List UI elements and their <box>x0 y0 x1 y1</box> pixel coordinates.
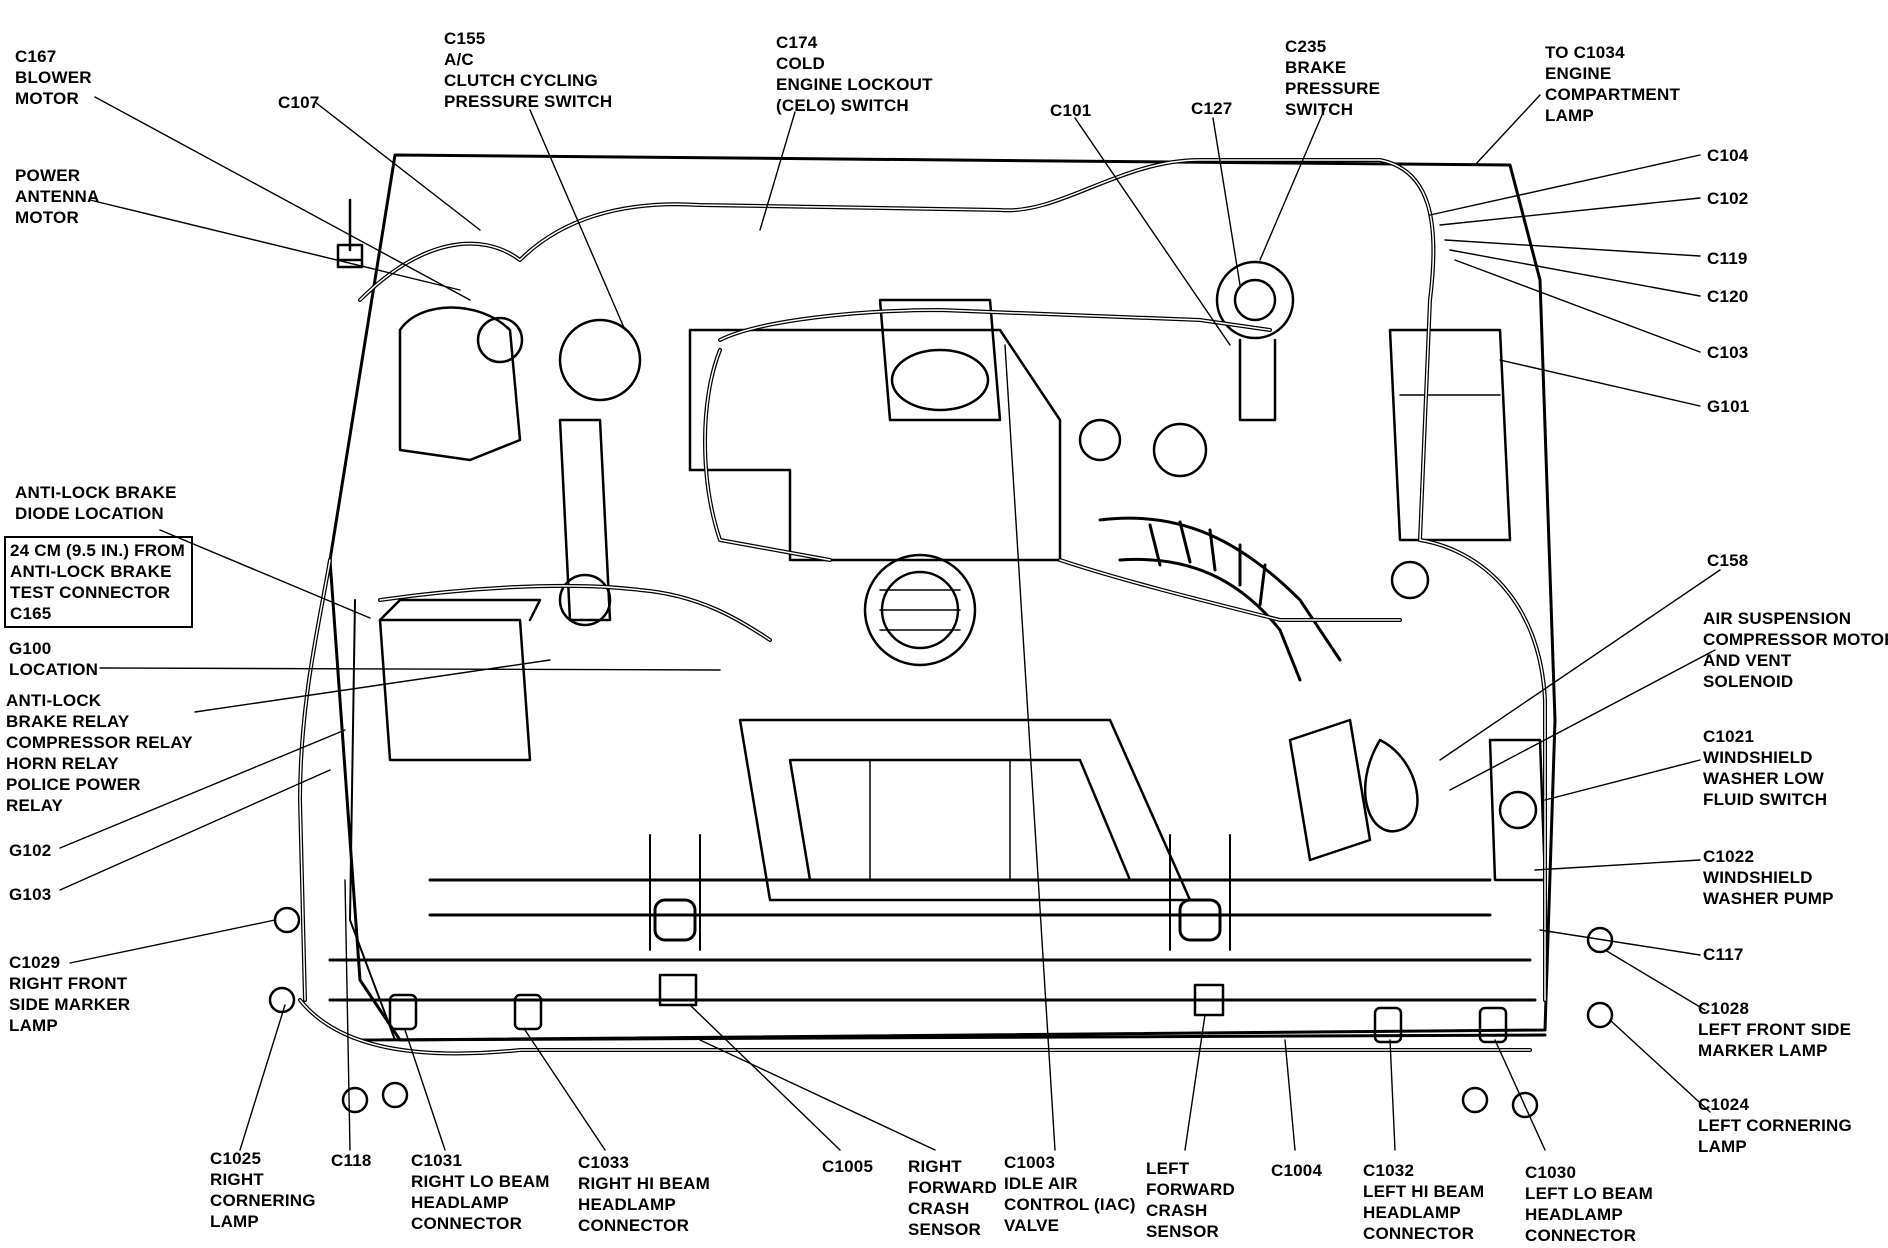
c1033-label: C1033 RIGHT HI BEAM HEADLAMP CONNECTOR <box>578 1153 710 1235</box>
relays-label: ANTI-LOCK BRAKE RELAY COMPRESSOR RELAY H… <box>6 691 193 815</box>
wiring-harness-main <box>298 158 1547 1056</box>
c1025-label: C1025 RIGHT CORNERING LAMP <box>210 1149 316 1231</box>
abs-diode-label: ANTI-LOCK BRAKE DIODE LOCATION <box>15 483 177 523</box>
c102-label: C102 <box>1707 189 1749 208</box>
c1022-label: C1022 WINDSHIELD WASHER PUMP <box>1703 847 1834 908</box>
engine-block <box>688 298 1192 902</box>
c1034-label: TO C1034 ENGINE COMPARTMENT LAMP <box>1545 43 1681 125</box>
c1031-label: C1031 RIGHT LO BEAM HEADLAMP CONNECTOR <box>411 1151 550 1233</box>
c107-label: C107 <box>278 93 320 112</box>
c167-label: C167 BLOWER MOTOR <box>15 47 92 108</box>
c235-label: C235 BRAKE PRESSURE SWITCH <box>1285 37 1381 119</box>
power-antenna-label: POWER ANTENNA MOTOR <box>15 166 100 227</box>
c120-label: C120 <box>1707 287 1749 306</box>
alternator <box>863 553 977 667</box>
air-suspension-label: AIR SUSPENSION COMPRESSOR MOTOR AND VENT… <box>1703 609 1888 691</box>
air-intake-duct <box>1098 516 1342 682</box>
battery <box>378 598 542 762</box>
right-crash-sensor-label: RIGHT FORWARD CRASH SENSOR <box>908 1157 997 1239</box>
c158-label: C158 <box>1707 551 1749 570</box>
c103-label: C103 <box>1707 343 1749 362</box>
g103-label: G103 <box>9 885 52 904</box>
c155-label: C155 A/C CLUTCH CYCLING PRESSURE SWITCH <box>444 29 613 111</box>
abs-test-connector-note: 24 CM (9.5 IN.) FROM ANTI-LOCK BRAKE TES… <box>4 536 193 628</box>
c1005-label: C1005 <box>822 1157 874 1176</box>
c1024-label: C1024 LEFT CORNERING LAMP <box>1698 1095 1852 1156</box>
c1003-label: C1003 IDLE AIR CONTROL (IAC) VALVE <box>1004 1153 1136 1235</box>
left-crash-sensor-label: LEFT FORWARD CRASH SENSOR <box>1146 1159 1235 1241</box>
c117-label: C117 <box>1703 945 1744 964</box>
c1029-label: C1029 RIGHT FRONT SIDE MARKER LAMP <box>9 953 131 1035</box>
g100-label: G100 LOCATION <box>9 639 99 679</box>
c174-label: C174 COLD ENGINE LOCKOUT (CELO) SWITCH <box>776 33 933 115</box>
c118-label: C118 <box>331 1151 372 1170</box>
c1021-label: C1021 WINDSHIELD WASHER LOW FLUID SWITCH <box>1703 727 1828 809</box>
c104-label: C104 <box>1707 146 1749 165</box>
g102-label: G102 <box>9 841 52 860</box>
wiring-harness-inner <box>299 159 1546 1055</box>
right-components <box>1288 328 1547 882</box>
c101-label: C101 <box>1050 101 1092 120</box>
c1028-label: C1028 LEFT FRONT SIDE MARKER LAMP <box>1698 999 1852 1060</box>
c1004-label: C1004 <box>1271 1161 1323 1180</box>
engine-bay-outline <box>328 153 1557 1042</box>
g101-label: G101 <box>1707 397 1750 416</box>
radiator-support <box>328 834 1547 1042</box>
c119-label: C119 <box>1707 249 1748 268</box>
c1032-label: C1032 LEFT HI BEAM HEADLAMP CONNECTOR <box>1363 1161 1485 1243</box>
leader-lines <box>59 94 1721 1151</box>
c1030-label: C1030 LEFT LO BEAM HEADLAMP CONNECTOR <box>1525 1163 1653 1245</box>
left-components <box>336 198 642 627</box>
c127-label: C127 <box>1191 99 1233 118</box>
front-lamp-connectors <box>268 906 1614 1119</box>
brake-booster <box>1078 260 1295 478</box>
